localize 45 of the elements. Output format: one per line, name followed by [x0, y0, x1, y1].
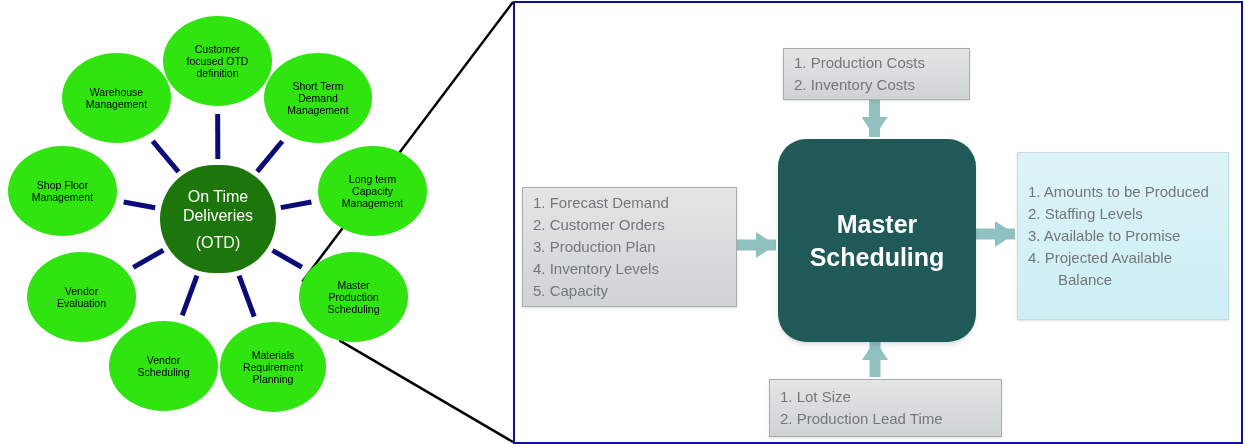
topic-label: Customer focused OTD definition — [185, 43, 250, 79]
list-item: 1. Production Costs — [794, 53, 926, 73]
block-arrow — [861, 98, 888, 137]
list-item: 2. Staffing Levels — [1028, 204, 1144, 224]
topic-label: Vendor Evaluation — [55, 285, 107, 309]
list-item: 2. Production Lead Time — [780, 409, 944, 429]
topic-label: Vendor Scheduling — [136, 354, 191, 378]
spoke-line — [280, 199, 312, 211]
zoom-leader-line — [338, 339, 514, 444]
input-list-box — [783, 48, 970, 100]
spoke-line — [123, 199, 156, 211]
spoke-line — [271, 248, 304, 270]
hub-label: (OTD) — [195, 232, 241, 252]
zoom-panel — [513, 1, 1243, 444]
list-item: 5. Capacity — [533, 281, 610, 301]
block-arrow — [735, 232, 776, 258]
spoke-line — [179, 274, 200, 317]
topic-label: Shop Floor Management — [30, 179, 95, 203]
list-item: 3. Production Plan — [533, 237, 657, 257]
input-list-box — [522, 187, 737, 307]
topic-label: Short Term Demand Management — [286, 80, 350, 116]
spoke-line — [236, 274, 257, 318]
list-item: 1. Lot Size — [780, 387, 852, 407]
spoke-line — [255, 139, 285, 174]
block-arrow — [862, 340, 888, 377]
list-item: 2. Inventory Costs — [794, 75, 916, 95]
topic-label: Materials Requirement Planning — [241, 349, 305, 385]
block-arrow — [974, 221, 1015, 247]
spoke-line — [132, 248, 165, 270]
process-box — [778, 139, 976, 342]
topic-label: Long term Capacity Management — [340, 173, 405, 209]
output-list-box — [1017, 152, 1229, 320]
list-item: 4. Inventory Levels — [533, 259, 660, 279]
topic-label: Master Production Scheduling — [326, 279, 381, 315]
list-item: 1. Forecast Demand — [533, 193, 670, 213]
process-label: Master Scheduling — [808, 208, 946, 273]
spoke-line — [215, 114, 221, 159]
list-item: 4. Projected Available Balance — [1028, 248, 1173, 290]
list-item: 2. Customer Orders — [533, 215, 666, 235]
topic-label: Warehouse Management — [84, 86, 149, 110]
spoke-line — [150, 139, 181, 174]
list-item: 3. Available to Promise — [1028, 226, 1182, 246]
list-item: 1. Amounts to be Produced — [1028, 182, 1210, 202]
hub-label: On Time Deliveries — [181, 186, 255, 225]
input-list-box — [769, 379, 1002, 437]
